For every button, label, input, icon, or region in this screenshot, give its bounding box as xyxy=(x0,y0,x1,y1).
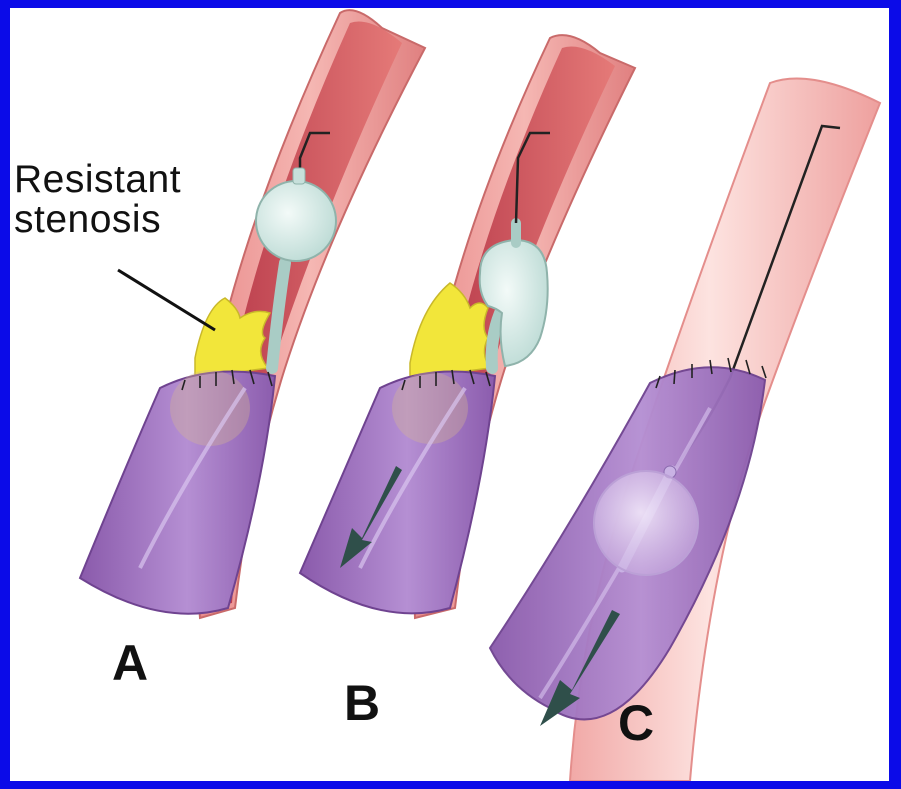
figure-panel: Resistant stenosis A B C xyxy=(10,8,889,781)
callout-leader-line xyxy=(118,270,215,330)
callout-label: Resistant stenosis xyxy=(14,160,181,240)
callout-line-1: Resistant xyxy=(14,160,181,200)
panel-c-balloon xyxy=(594,471,698,575)
panel-label-a: A xyxy=(112,638,148,688)
panel-label-b: B xyxy=(344,678,380,728)
panel-a-balloon xyxy=(256,181,336,261)
callout-line-2: stenosis xyxy=(14,200,181,240)
panel-label-c: C xyxy=(618,698,654,748)
